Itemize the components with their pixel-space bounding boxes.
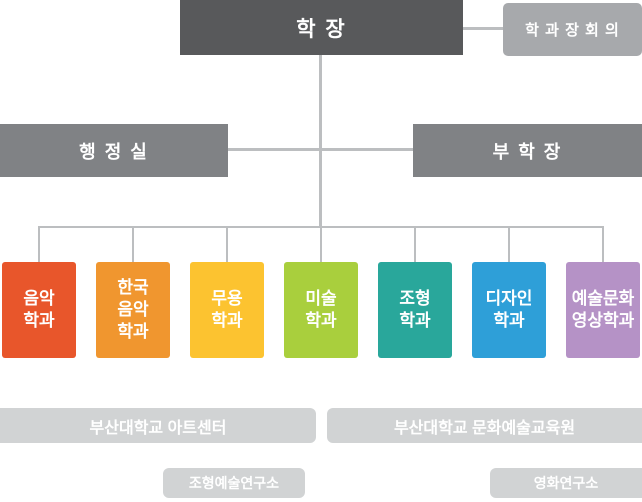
institute-bar-art-center: 부산대학교 아트센터 — [0, 408, 316, 443]
connector-dean-council — [463, 27, 503, 30]
connector-drop-dance — [226, 228, 228, 262]
institute-bar-film-lab: 영화연구소 — [490, 468, 642, 498]
dept-box-design: 디자인 학과 — [472, 262, 546, 358]
dept-box-art-culture-film: 예술문화 영상학과 — [566, 262, 640, 358]
connector-dean-vertical — [319, 55, 322, 228]
dept-box-dance: 무용 학과 — [190, 262, 264, 358]
connector-drop-fine-art — [320, 228, 322, 262]
dept-box-fine-art: 미술 학과 — [284, 262, 358, 358]
institute-bar-culture-edu-center: 부산대학교 문화예술교육원 — [327, 408, 642, 443]
connector-admin-vicedean — [228, 148, 413, 151]
dept-box-korean-music: 한국 음악 학과 — [96, 262, 170, 358]
connector-drop-sculpture — [414, 228, 416, 262]
connector-bus — [38, 226, 604, 228]
connector-drop-design — [508, 228, 510, 262]
connector-drop-music — [38, 228, 40, 262]
dean-box: 학 장 — [180, 0, 463, 55]
dept-box-sculpture: 조형 학과 — [378, 262, 452, 358]
vice-dean-box: 부 학 장 — [413, 124, 642, 177]
connector-drop-korean-music — [132, 228, 134, 262]
connector-drop-art-culture-film — [602, 228, 604, 262]
institute-bar-sculpture-art-lab: 조형예술연구소 — [163, 468, 305, 498]
dept-council-box: 학 과 장 회 의 — [503, 3, 642, 56]
dept-box-music: 음악 학과 — [2, 262, 76, 358]
admin-office-box: 행 정 실 — [0, 124, 228, 177]
